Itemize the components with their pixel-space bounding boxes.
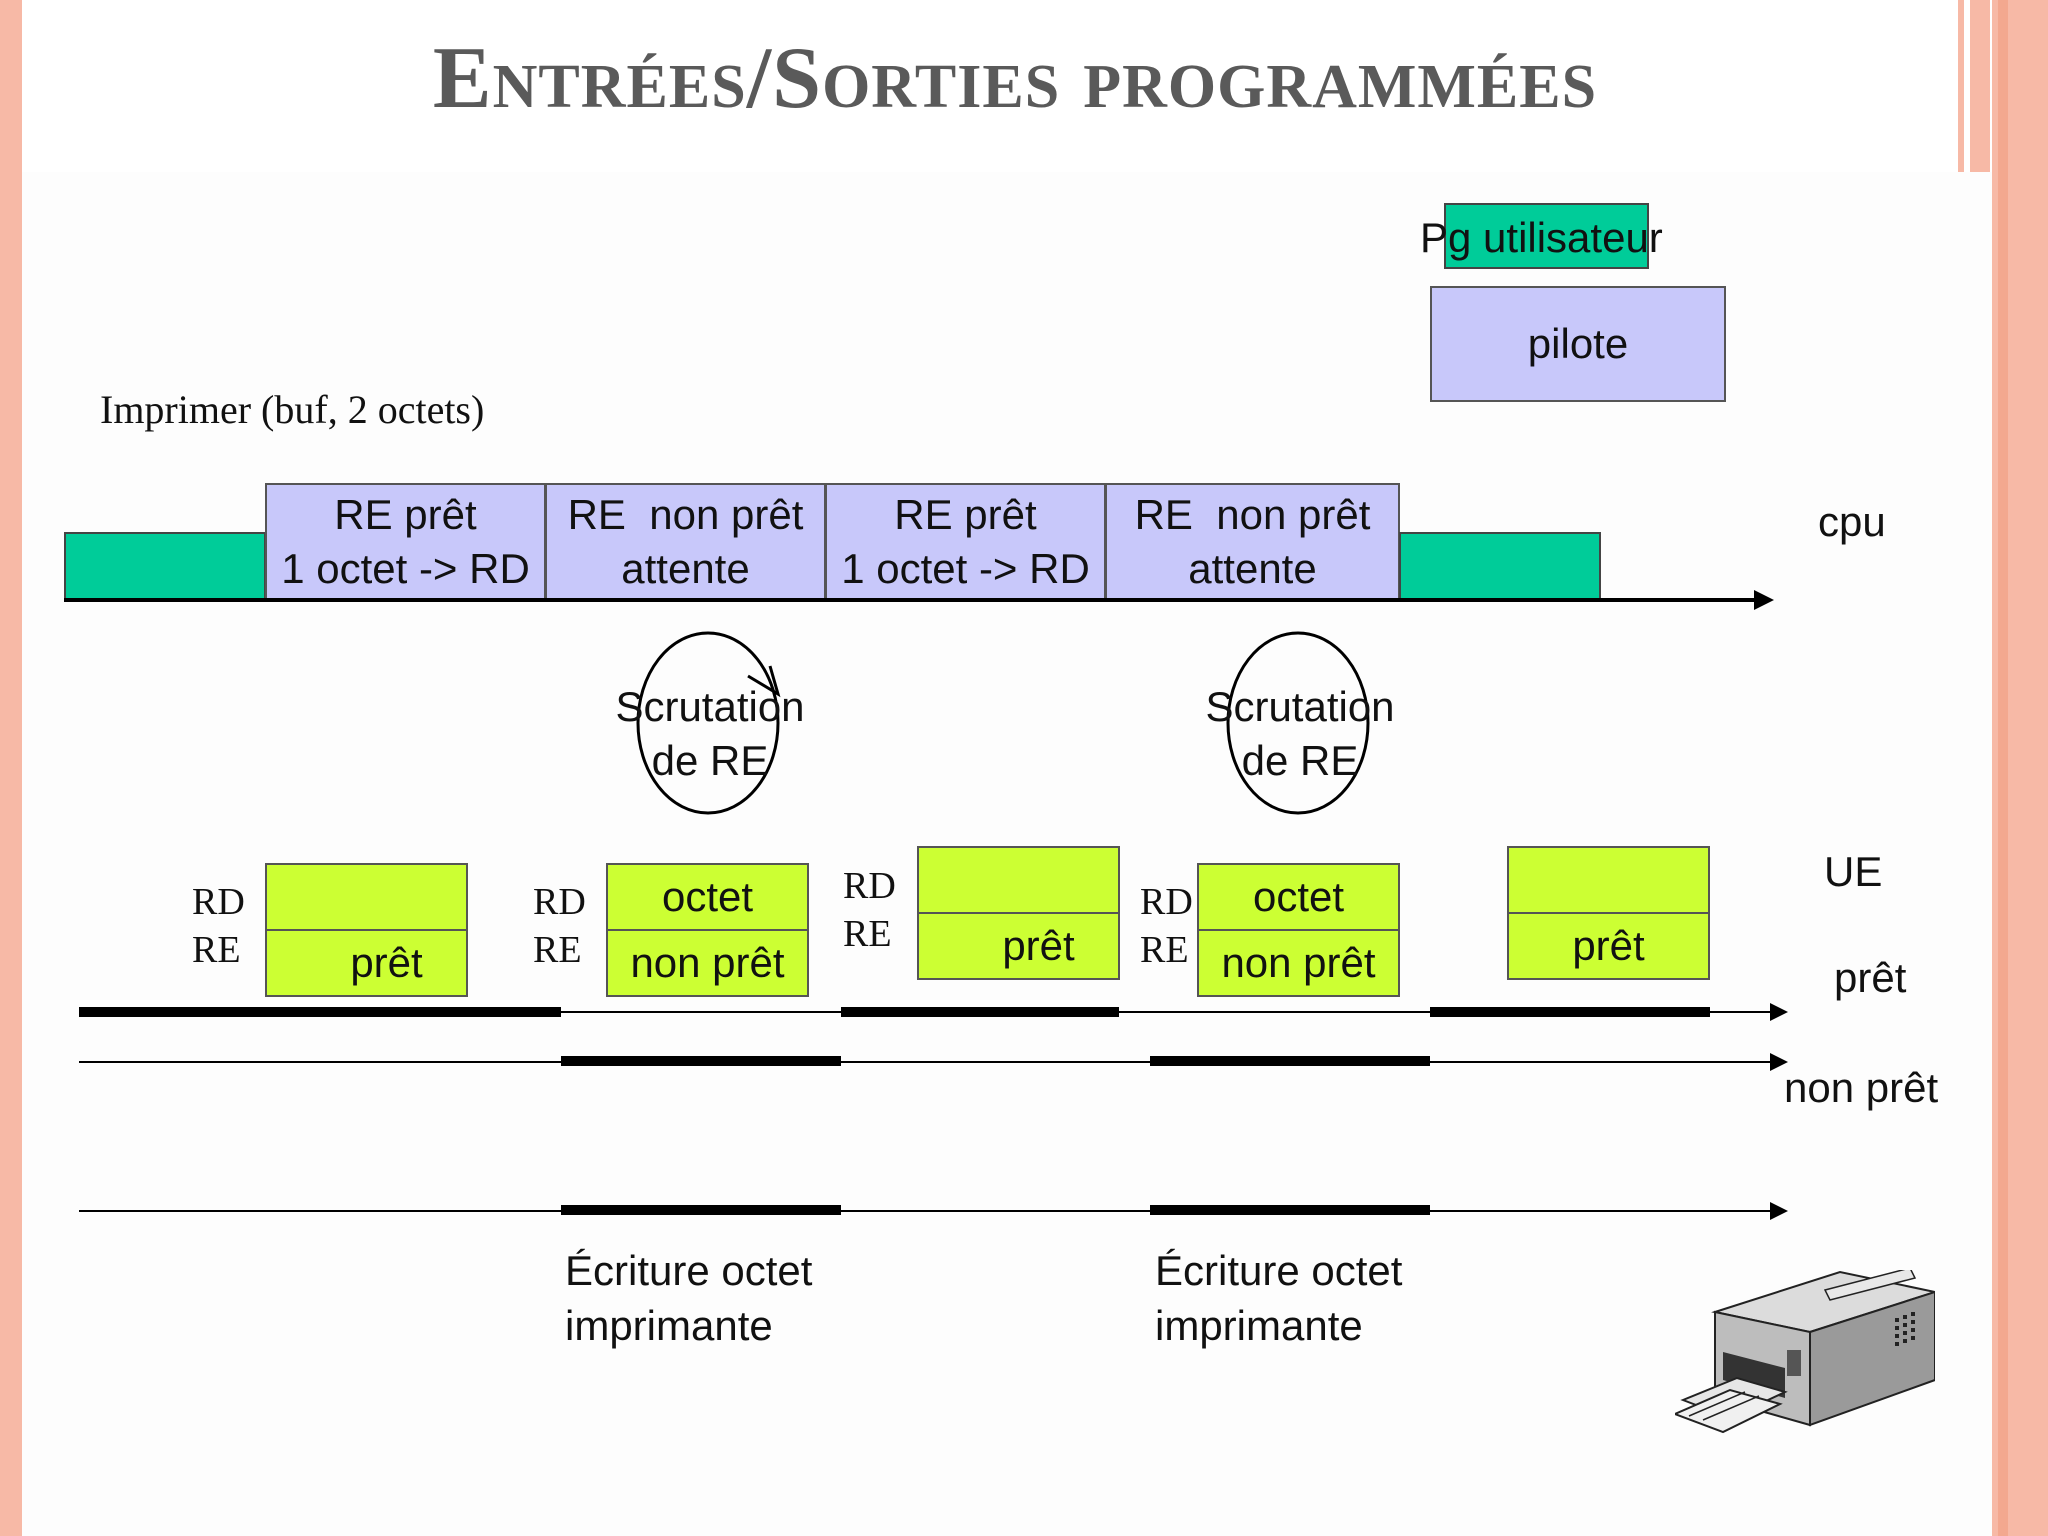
cpu-segment-3: RE prêt 1 octet -> RD bbox=[825, 483, 1106, 600]
cpu-user-segment-start bbox=[64, 532, 266, 600]
not-ready-timeline bbox=[79, 1061, 1779, 1063]
printer-write-period-1 bbox=[561, 1205, 841, 1215]
rd-label-1: RD bbox=[192, 881, 245, 923]
driver-label: pilote bbox=[1527, 320, 1629, 367]
user-program-label: Pg utilisateur bbox=[1420, 214, 1663, 261]
print-call-label: Imprimer (buf, 2 octets) bbox=[100, 387, 485, 432]
polling-label-1: Scrutation de RE bbox=[610, 680, 810, 788]
ue-rd-register-3 bbox=[917, 846, 1120, 914]
polling-loop-icon-1 bbox=[636, 631, 781, 815]
ue-re-register-1: prêt bbox=[265, 929, 468, 997]
re-label-1: RE bbox=[192, 929, 241, 971]
printer-timeline bbox=[79, 1210, 1779, 1212]
printer-event-2-line2: imprimante bbox=[1155, 1302, 1363, 1349]
cpu-segment-4-line1: RE non prêt bbox=[1134, 490, 1371, 538]
printer-event-label-1: Écriture octet imprimante bbox=[565, 1243, 812, 1353]
ready-period-3 bbox=[1430, 1007, 1710, 1017]
printer-event-label-2: Écriture octet imprimante bbox=[1155, 1243, 1402, 1353]
polling-label-2-line1: Scrutation bbox=[1205, 683, 1395, 730]
polling-label-1-line2: de RE bbox=[651, 737, 769, 784]
user-program-box bbox=[1444, 203, 1649, 269]
right-border-inner bbox=[1998, 0, 2008, 1536]
not-ready-period-1 bbox=[561, 1056, 841, 1066]
printer-timeline-arrowhead bbox=[1770, 1202, 1788, 1220]
cpu-segment-3-line1: RE prêt bbox=[894, 490, 1037, 538]
cpu-timeline bbox=[64, 598, 1764, 602]
ue-re-value-1: prêt bbox=[350, 939, 423, 986]
ue-rd-register-4: octet bbox=[1197, 863, 1400, 931]
printer-icon bbox=[1675, 1270, 1935, 1434]
ue-rd-register-5 bbox=[1507, 846, 1710, 914]
cpu-segment-4-line2: attente bbox=[1188, 544, 1317, 592]
re-label-4: RE bbox=[1140, 929, 1189, 971]
not-ready-period-2 bbox=[1150, 1056, 1430, 1066]
cpu-segment-1: RE prêt 1 octet -> RD bbox=[265, 483, 546, 600]
polling-label-2: Scrutation de RE bbox=[1200, 680, 1400, 788]
cpu-segment-1-line1: RE prêt bbox=[334, 490, 477, 538]
cpu-segment-2-line1: RE non prêt bbox=[567, 490, 804, 538]
printer-event-1-line1: Écriture octet bbox=[565, 1247, 813, 1294]
re-label-2: RE bbox=[533, 929, 582, 971]
ue-re-value-4: non prêt bbox=[1221, 939, 1376, 986]
ue-re-register-3: prêt bbox=[917, 912, 1120, 980]
ue-rd-value-4: octet bbox=[1252, 873, 1345, 920]
ready-period-1 bbox=[79, 1007, 561, 1017]
printer-event-1-line2: imprimante bbox=[565, 1302, 773, 1349]
rd-label-4: RD bbox=[1140, 881, 1193, 923]
ue-re-value-5: prêt bbox=[1572, 922, 1645, 969]
cpu-segment-4: RE non prêt attente bbox=[1105, 483, 1400, 600]
cpu-segment-1-line2: 1 octet -> RD bbox=[281, 544, 530, 592]
cpu-segment-2-line2: attente bbox=[621, 544, 750, 592]
page-title: Entrées/Sorties programmées bbox=[432, 30, 1598, 127]
ue-re-value-2: non prêt bbox=[630, 939, 785, 986]
rd-label-3: RD bbox=[843, 865, 896, 907]
cpu-timeline-arrowhead bbox=[1754, 590, 1774, 610]
ue-re-register-5: prêt bbox=[1507, 912, 1710, 980]
cpu-label: cpu bbox=[1818, 498, 1886, 545]
ready-label: prêt bbox=[1834, 954, 1907, 1001]
cpu-user-segment-end bbox=[1399, 532, 1601, 600]
ue-label: UE bbox=[1824, 848, 1883, 895]
polling-loop-icon-2 bbox=[1226, 631, 1370, 815]
printer-write-period-2 bbox=[1150, 1205, 1430, 1215]
re-label-3: RE bbox=[843, 913, 892, 955]
polling-label-1-line1: Scrutation bbox=[615, 683, 805, 730]
left-border-stripe bbox=[0, 0, 22, 1536]
cpu-segment-2: RE non prêt attente bbox=[545, 483, 826, 600]
right-border-stripe-1 bbox=[1958, 0, 1964, 172]
polling-label-2-line2: de RE bbox=[1241, 737, 1359, 784]
ready-period-2 bbox=[841, 1007, 1119, 1017]
ue-rd-value-2: octet bbox=[661, 873, 754, 920]
printer-event-2-line1: Écriture octet bbox=[1155, 1247, 1403, 1294]
ready-timeline-arrowhead bbox=[1770, 1003, 1788, 1021]
rd-label-2: RD bbox=[533, 881, 586, 923]
ue-rd-register-1 bbox=[265, 863, 468, 931]
not-ready-timeline-arrowhead bbox=[1770, 1053, 1788, 1071]
driver-box: pilote bbox=[1430, 286, 1726, 402]
right-border-stripe-2 bbox=[1970, 0, 1990, 172]
ue-re-value-3: prêt bbox=[1002, 922, 1075, 969]
not-ready-label: non prêt bbox=[1784, 1064, 1939, 1111]
ue-re-register-2: non prêt bbox=[606, 929, 809, 997]
ue-re-register-4: non prêt bbox=[1197, 929, 1400, 997]
cpu-segment-3-line2: 1 octet -> RD bbox=[841, 544, 1090, 592]
ue-rd-register-2: octet bbox=[606, 863, 809, 931]
